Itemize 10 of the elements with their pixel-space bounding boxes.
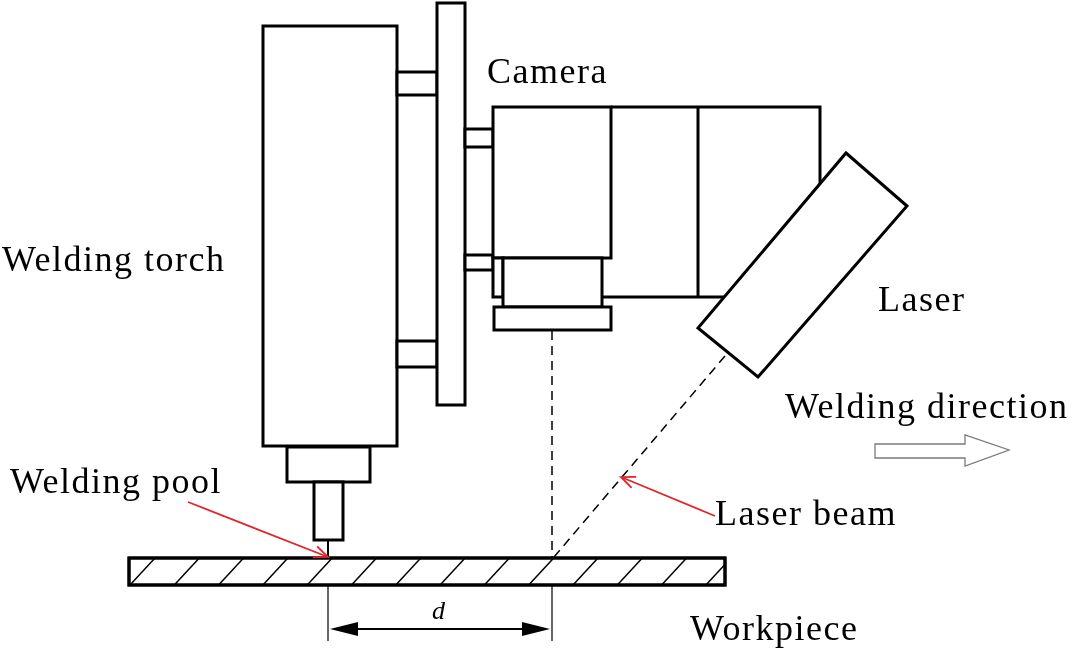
direction-label: Welding direction [785,386,1069,428]
part-label: Camera [487,51,608,93]
leader-line [187,501,329,559]
part-label: Workpiece [690,608,859,650]
part-label: Welding pool [10,461,223,503]
part-label: Laser [878,279,966,321]
part-label: Laser beam [715,493,897,535]
dimension-label: d [432,596,445,626]
leader-line [620,475,716,517]
part-label: Welding torch [2,239,226,281]
